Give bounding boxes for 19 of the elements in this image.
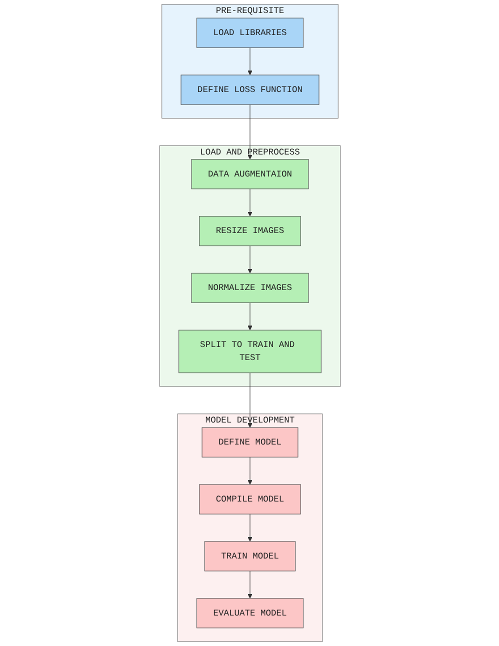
arrow: [247, 104, 252, 160]
node-box: DEFINE LOSS FUNCTION: [180, 74, 319, 105]
node-box: SPLIT TO TRAIN AND TEST: [178, 330, 321, 374]
arrow: [247, 188, 252, 216]
arrow: [247, 302, 252, 330]
arrow: [247, 246, 252, 274]
arrow: [247, 514, 252, 542]
arrow: [247, 47, 252, 76]
node-box: EVALUATE MODEL: [196, 598, 303, 628]
arrow: [247, 456, 252, 485]
node-box: RESIZE IMAGES: [198, 216, 300, 246]
node-box: DEFINE MODEL: [201, 427, 298, 458]
arrow: [247, 372, 252, 428]
node-box: COMPILE MODEL: [198, 484, 300, 514]
arrow: [247, 570, 252, 599]
node-box: DATA AUGMENTAION: [190, 159, 308, 190]
node-box: TRAIN MODEL: [204, 541, 296, 572]
node-box: LOAD LIBRARIES: [196, 18, 303, 48]
node-box: NORMALIZE IMAGES: [190, 272, 308, 304]
